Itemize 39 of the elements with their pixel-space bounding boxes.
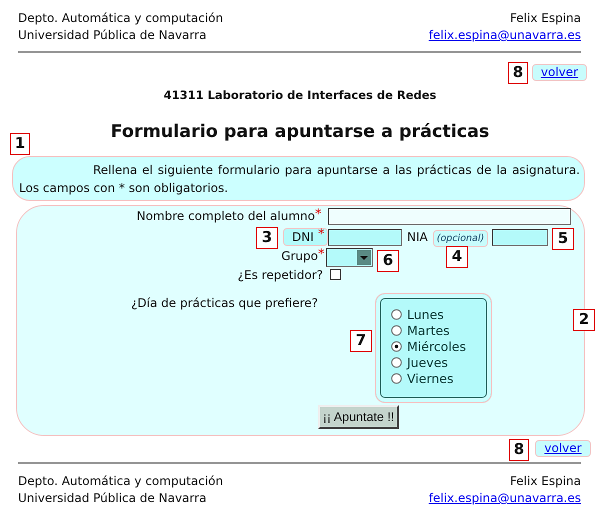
header-text: Felix Espina xyxy=(510,474,581,488)
radio-option-label: Miércoles xyxy=(407,339,466,354)
radio-option-label: Martes xyxy=(407,323,450,338)
email-link: felix.espina@unavarra.es xyxy=(428,28,581,42)
back-link: volver xyxy=(532,64,587,81)
header-text: Depto. Automática y computación xyxy=(18,474,224,488)
form-label: Grupo xyxy=(281,249,318,263)
radio-option-label: Lunes xyxy=(407,307,444,322)
radio-group-panel xyxy=(375,293,492,403)
required-asterisk: * xyxy=(315,207,322,222)
header-text: Felix Espina xyxy=(510,11,581,25)
email-link: felix.espina@unavarra.es xyxy=(428,491,581,505)
callout-number: 1 xyxy=(10,133,30,155)
radio-option-label: Jueves xyxy=(407,355,448,370)
submit-button: ¡¡ Apuntate !! xyxy=(318,405,399,429)
form-label: ¿Es repetidor? xyxy=(238,268,323,282)
callout-number: 7 xyxy=(350,330,372,352)
radio-option-label: Viernes xyxy=(407,371,454,386)
callout-number: 3 xyxy=(256,227,278,249)
header-text: Universidad Pública de Navarra xyxy=(18,491,206,505)
form-label: NIA xyxy=(407,230,428,244)
callout-number: 8 xyxy=(509,439,529,461)
instruction-panel xyxy=(12,156,585,201)
callout-number: 6 xyxy=(377,250,399,272)
course-title: 41311 Laboratorio de Interfaces de Redes xyxy=(162,88,438,102)
header-text: Universidad Pública de Navarra xyxy=(18,28,206,42)
optional-note: (opcional) xyxy=(433,230,488,247)
callout-number: 5 xyxy=(552,228,574,250)
form-label: Nombre completo del alumno xyxy=(136,209,315,223)
back-link: volver xyxy=(535,440,591,457)
callout-number: 4 xyxy=(446,246,468,268)
callout-number: 2 xyxy=(573,309,595,331)
page-title: Formulario para apuntarse a prácticas xyxy=(110,122,490,142)
instruction-text: Rellena el siguiente formulario para apuntarse a las prácticas de la asignatura. Los campos con * son obligatorios. xyxy=(18,162,581,197)
form-label: ¿Día de prácticas que prefiere? xyxy=(131,296,318,310)
callout-number: 8 xyxy=(508,62,528,84)
required-asterisk: * xyxy=(318,227,324,242)
header-text: Depto. Automática y computación xyxy=(18,11,224,25)
required-asterisk: * xyxy=(318,247,324,262)
